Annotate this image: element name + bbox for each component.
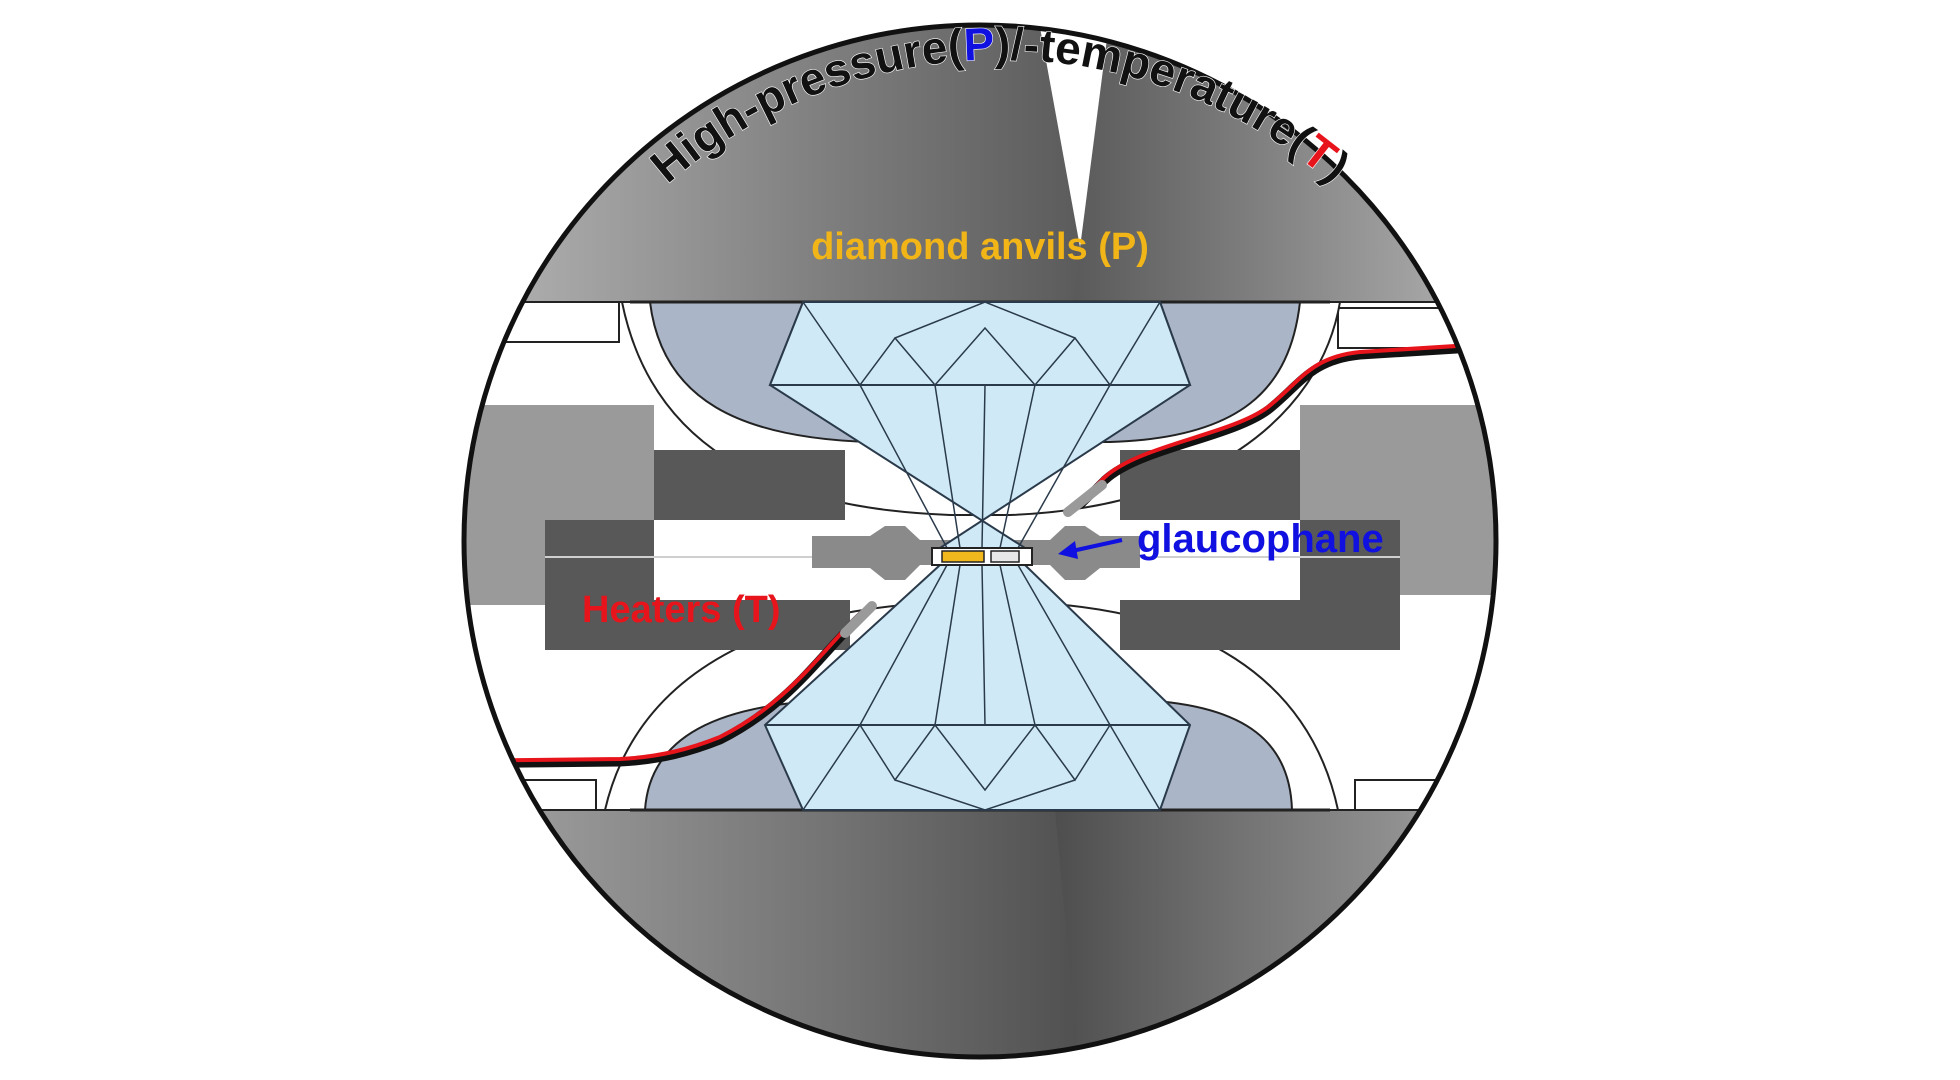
diamond-anvils-label: diamond anvils (P) bbox=[811, 226, 1149, 268]
right-heater-block-dark bbox=[1120, 450, 1400, 650]
glaucophane-arrow bbox=[1058, 538, 1123, 559]
sample-glaucophane bbox=[941, 550, 985, 563]
bottom-right-backing-plate bbox=[1055, 810, 1496, 1057]
bottom-left-backing-plate bbox=[464, 810, 1097, 1057]
view-circle bbox=[461, 22, 1499, 1060]
glaucophane-label: glaucophane bbox=[1137, 517, 1384, 561]
pressure-marker bbox=[990, 550, 1020, 563]
cell-cross-section bbox=[464, 25, 1496, 1057]
title-p-letter: P bbox=[963, 17, 996, 70]
lower-thermocouple-wire bbox=[464, 601, 877, 769]
upper-diamond-anvil bbox=[768, 301, 1192, 549]
upper-thermocouple-wire bbox=[1063, 340, 1496, 517]
left-heater-block-dark bbox=[545, 450, 850, 650]
heaters-label: Heaters (T) bbox=[582, 589, 781, 631]
